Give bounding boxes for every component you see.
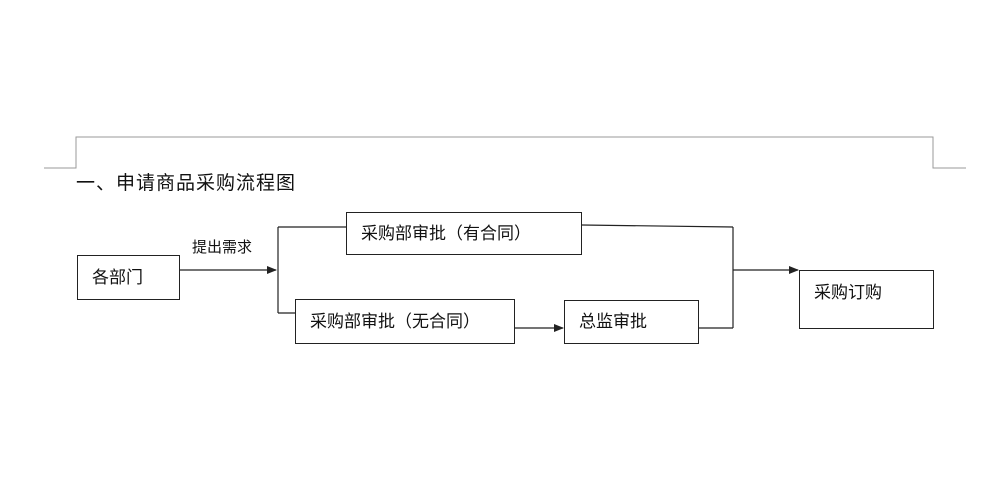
node-dept-label: 各部门 bbox=[92, 267, 143, 288]
node-purchase-without-contract: 采购部审批（无合同） bbox=[295, 299, 515, 344]
node-purchase-order-label: 采购订购 bbox=[814, 283, 882, 303]
edge-top-merge bbox=[581, 224, 734, 228]
node-purchase-with-contract-label: 采购部审批（有合同） bbox=[361, 223, 531, 244]
page-title: 一、申请商品采购流程图 bbox=[76, 172, 297, 194]
edge-label-submit-request: 提出需求 bbox=[192, 238, 253, 256]
page-header-frame bbox=[44, 136, 966, 169]
node-purchase-order: 采购订购 bbox=[799, 270, 934, 329]
node-purchase-with-contract: 采购部审批（有合同） bbox=[346, 212, 582, 255]
node-dept: 各部门 bbox=[77, 255, 180, 300]
node-director-approval: 总监审批 bbox=[564, 300, 699, 344]
node-purchase-without-contract-label: 采购部审批（无合同） bbox=[310, 311, 480, 332]
node-director-approval-label: 总监审批 bbox=[579, 312, 647, 332]
